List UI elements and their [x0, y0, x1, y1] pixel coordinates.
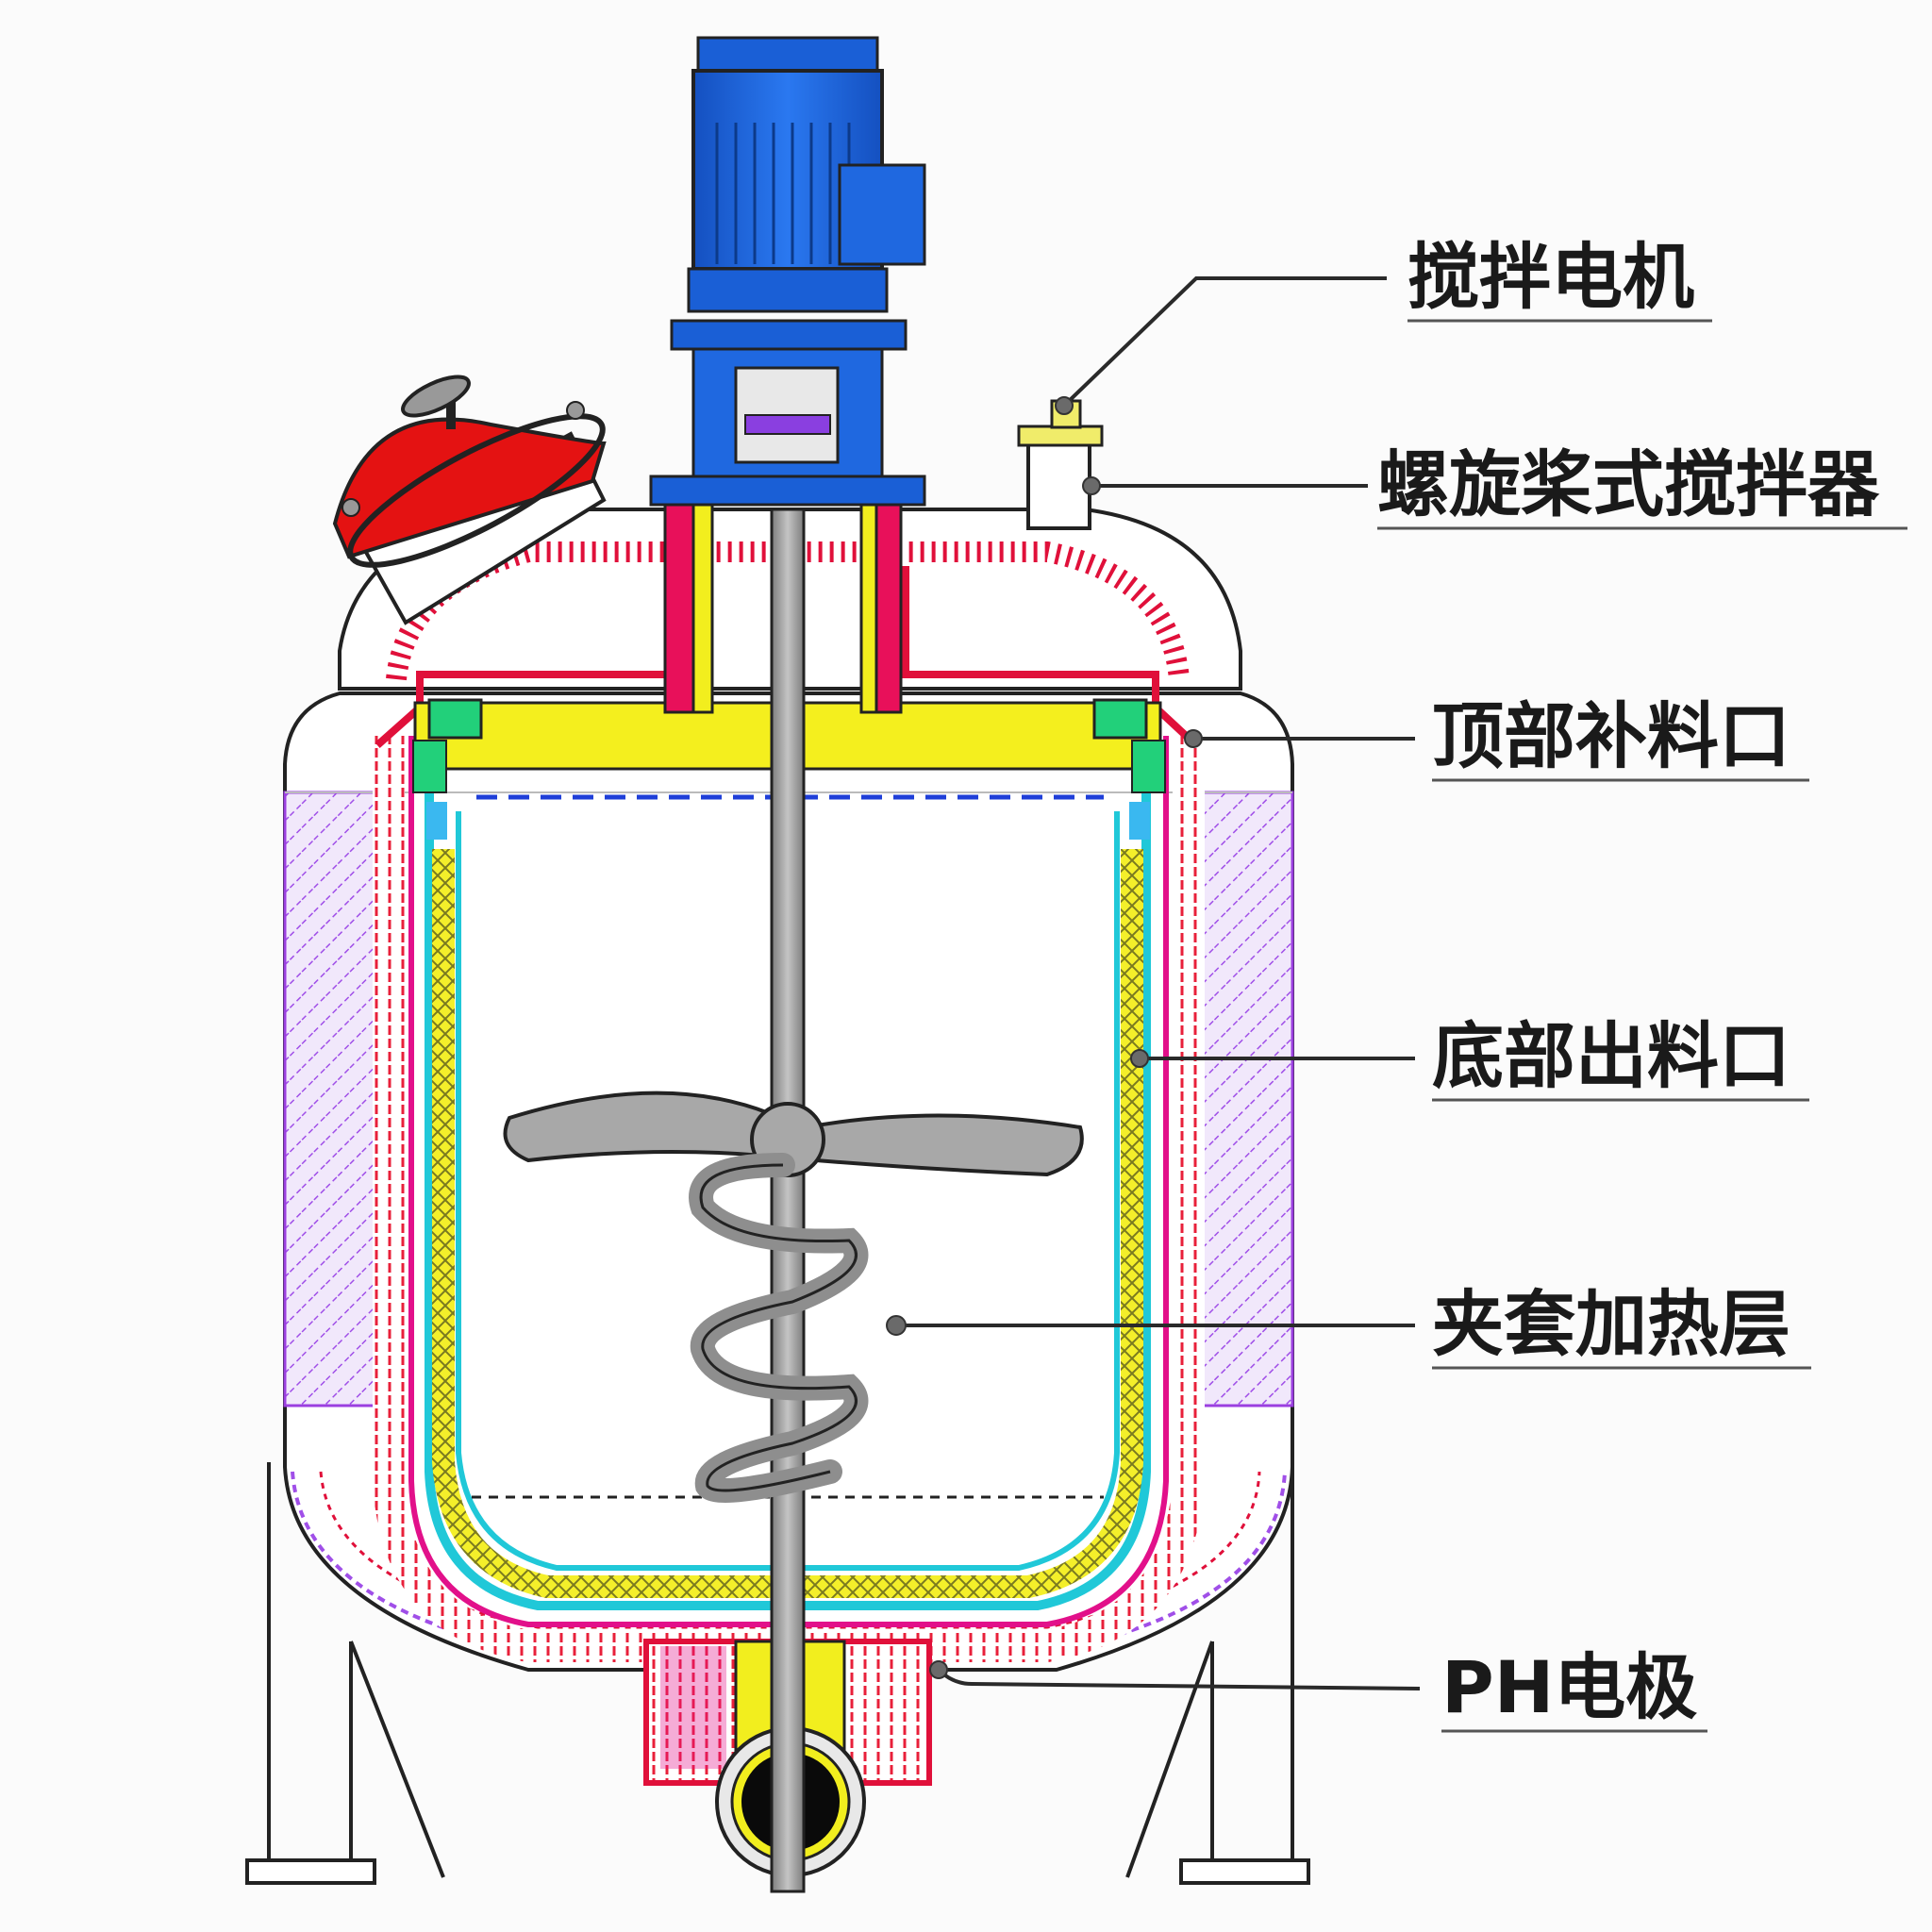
- callout-leaders: [886, 276, 1421, 1690]
- label-motor: 搅拌电机: [1407, 235, 1694, 319]
- manhole-cover: [332, 375, 607, 625]
- dome-insulation: [386, 541, 1190, 681]
- label-agitator: 螺旋桨式搅拌器: [1377, 442, 1880, 526]
- agitator-assembly: [503, 508, 1084, 1893]
- label-jacket: 夹套加热层: [1432, 1282, 1790, 1366]
- right-nozzle: [1017, 399, 1104, 530]
- impeller-blade-right: [804, 1113, 1084, 1177]
- agitator-motor: [649, 36, 926, 507]
- label-ph-electrode: PH电极: [1441, 1645, 1697, 1729]
- label-top-inlet: 顶部补料口: [1432, 694, 1790, 778]
- impeller-blade-left: [503, 1091, 772, 1163]
- label-bottom-outlet: 底部出料口: [1432, 1014, 1790, 1098]
- agitator-shaft: [770, 508, 806, 1893]
- callout-labels: 搅拌电机 螺旋桨式搅拌器 顶部补料口 底部出料口 夹套加热层 PH电极: [1377, 235, 1907, 1733]
- support-legs: [245, 1462, 1310, 1885]
- shaft-seal: [663, 503, 903, 714]
